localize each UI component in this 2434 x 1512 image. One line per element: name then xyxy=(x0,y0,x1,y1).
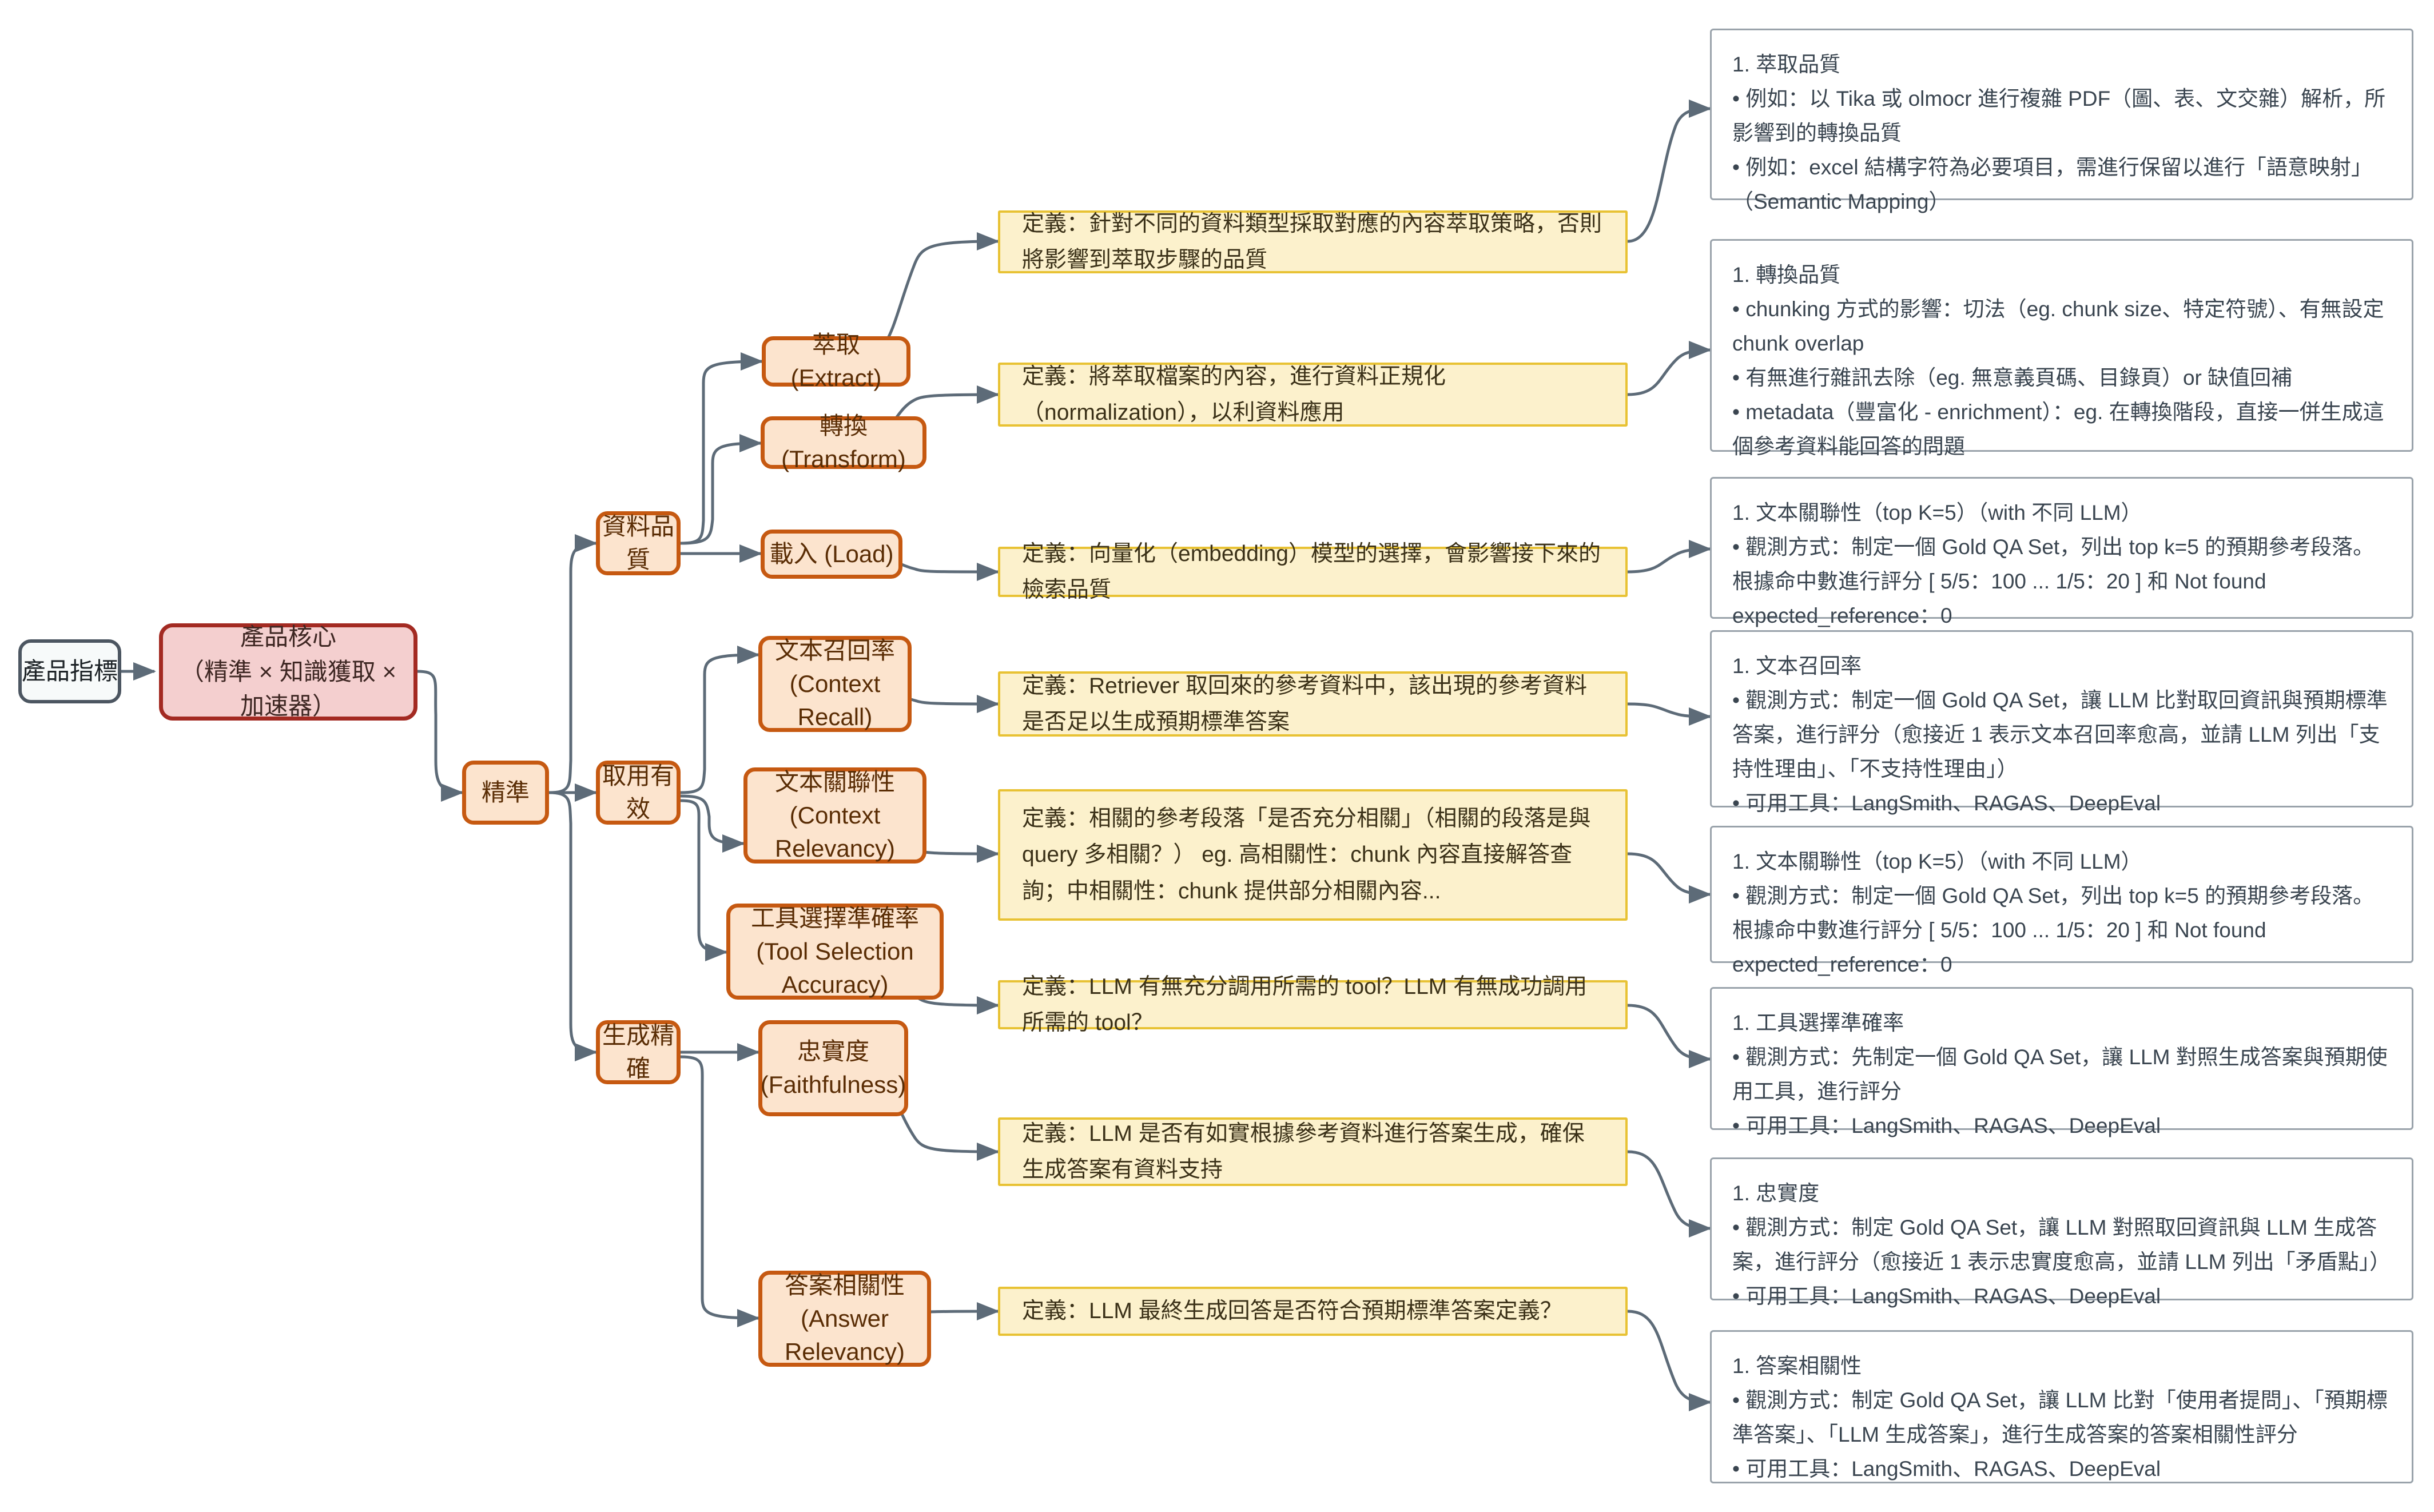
detail-faithfulness-text: 1. 忠實度 • 觀測方式：制定 Gold QA Set，讓 LLM 對照取回資… xyxy=(1732,1181,2391,1308)
node-leaf-load[interactable]: 載入 (Load) xyxy=(761,530,902,579)
node-leaf-transform-label: 轉換 (Transform) xyxy=(781,412,906,472)
definition-extract-text: 定義：針對不同的資料類型採取對應的內容萃取策略，否則將影響到萃取步驟的品質 xyxy=(1022,211,1602,272)
detail-panel-faithfulness[interactable]: 1. 忠實度 • 觀測方式：制定 Gold QA Set，讓 LLM 對照取回資… xyxy=(1710,1157,2413,1308)
definition-load-text: 定義：向量化（embedding）模型的選擇，會影響接下來的檢索品質 xyxy=(1022,541,1601,602)
detail-answer-relevancy-text: 1. 答案相關性 • 觀測方式：制定 Gold QA Set，讓 LLM 比對「… xyxy=(1732,1354,2388,1481)
definition-panel-load[interactable]: 定義：向量化（embedding）模型的選擇，會影響接下來的檢索品質 xyxy=(998,542,1628,602)
definition-panel-tool-selection-accuracy[interactable]: 定義：LLM 有無充分調用所需的 tool？LLM 有無成功調用所需的 tool… xyxy=(998,974,1628,1035)
node-pillar-generation-accurate-label: 生成精確 xyxy=(602,1022,674,1082)
definition-tool-selection-accuracy-text: 定義：LLM 有無充分調用所需的 tool？LLM 有無成功調用所需的 tool… xyxy=(1022,974,1588,1035)
definition-panel-context-recall[interactable]: 定義：Retriever 取回來的參考資料中，該出現的參考資料是否足以生成預期標… xyxy=(998,671,1628,737)
definition-panel-extract[interactable]: 定義：針對不同的資料類型採取對應的內容萃取策略，否則將影響到萃取步驟的品質 xyxy=(998,210,1628,273)
node-product-core-label: 產品核心 （精準 × 知識獲取 × 加速器） xyxy=(180,623,397,720)
node-leaf-context-relevancy-label: 文本關聯性 (Context Relevancy) xyxy=(774,769,896,862)
definition-answer-relevancy-text: 定義：LLM 最終生成回答是否符合預期標準答案定義？ xyxy=(1022,1299,1562,1324)
node-pillar-retrieval-effective[interactable]: 取用有效 xyxy=(596,761,681,825)
detail-panel-tool-selection-accuracy[interactable]: 1. 工具選擇準確率 • 觀測方式：先制定一個 Gold QA Set，讓 LL… xyxy=(1710,987,2413,1137)
definition-context-relevancy-text: 定義：相關的參考段落「是否充分相關」（相關的段落是與 query 多相關？） e… xyxy=(1022,806,1591,904)
node-leaf-context-recall[interactable]: 文本召回率 (Context Recall) xyxy=(758,636,912,732)
node-leaf-load-label: 載入 (Load) xyxy=(769,540,894,568)
node-leaf-extract[interactable]: 萃取 (Extract) xyxy=(762,331,910,391)
definition-faithfulness-text: 定義：LLM 是否有如實根據參考資料進行答案生成，確保生成答案有資料支持 xyxy=(1022,1121,1585,1182)
definition-panel-context-relevancy[interactable]: 定義：相關的參考段落「是否充分相關」（相關的段落是與 query 多相關？） e… xyxy=(998,789,1628,921)
node-leaf-extract-label: 萃取 (Extract) xyxy=(790,331,882,391)
definition-transform-text: 定義：將萃取檔案的內容，進行資料正規化（normalization），以利資料應… xyxy=(1022,364,1446,425)
node-pillar-data-quality-label: 資料品質 xyxy=(602,513,674,573)
node-branch-precision[interactable]: 精準 xyxy=(462,761,549,825)
node-pillar-retrieval-effective-label: 取用有效 xyxy=(602,762,674,822)
detail-panel-extract-quality[interactable]: 1. 萃取品質 • 例如：以 Tika 或 olmocr 進行複雜 PDF（圖、… xyxy=(1710,29,2413,213)
detail-tool-selection-accuracy-text: 1. 工具選擇準確率 • 觀測方式：先制定一個 Gold QA Set，讓 LL… xyxy=(1732,1011,2388,1137)
definition-panel-faithfulness[interactable]: 定義：LLM 是否有如實根據參考資料進行答案生成，確保生成答案有資料支持 xyxy=(998,1117,1628,1186)
node-leaf-answer-relevancy-label: 答案相關性 (Answer Relevancy) xyxy=(784,1272,905,1365)
node-leaf-tool-selection-accuracy[interactable]: 工具選擇準確率 (Tool Selection Accuracy) xyxy=(726,904,944,1000)
node-leaf-faithfulness[interactable]: 忠實度 (Faithfulness) xyxy=(758,1020,908,1116)
node-leaf-context-relevancy[interactable]: 文本關聯性 (Context Relevancy) xyxy=(743,767,926,864)
detail-panel-answer-relevancy[interactable]: 1. 答案相關性 • 觀測方式：制定 Gold QA Set，讓 LLM 比對「… xyxy=(1710,1330,2413,1483)
detail-panel-load-relevancy[interactable]: 1. 文本關聯性（top K=5）（with 不同 LLM） • 觀測方式：制定… xyxy=(1710,477,2413,627)
detail-load-relevancy-text: 1. 文本關聯性（top K=5）（with 不同 LLM） • 觀測方式：制定… xyxy=(1732,501,2375,627)
node-pillar-generation-accurate[interactable]: 生成精確 xyxy=(596,1020,681,1084)
detail-panel-transform-quality[interactable]: 1. 轉換品質 • chunking 方式的影響：切法（eg. chunk si… xyxy=(1710,239,2413,458)
detail-panel-context-relevancy[interactable]: 1. 文本關聯性（top K=5）（with 不同 LLM） • 觀測方式：制定… xyxy=(1710,826,2413,976)
node-start-product-metric[interactable]: 產品指標 xyxy=(18,639,121,703)
detail-context-recall-text: 1. 文本召回率 • 觀測方式：制定一個 Gold QA Set，讓 LLM 比… xyxy=(1732,654,2388,815)
node-leaf-transform[interactable]: 轉換 (Transform) xyxy=(761,412,926,472)
node-start-label: 產品指標 xyxy=(22,657,118,685)
node-leaf-tool-selection-accuracy-label: 工具選擇準確率 (Tool Selection Accuracy) xyxy=(750,905,919,998)
node-leaf-context-recall-label: 文本召回率 (Context Recall) xyxy=(774,637,895,730)
detail-context-relevancy-text: 1. 文本關聯性（top K=5）（with 不同 LLM） • 觀測方式：制定… xyxy=(1732,850,2375,976)
node-leaf-answer-relevancy[interactable]: 答案相關性 (Answer Relevancy) xyxy=(758,1271,931,1367)
node-leaf-faithfulness-label: 忠實度 (Faithfulness) xyxy=(760,1038,906,1098)
detail-extract-quality-text: 1. 萃取品質 • 例如：以 Tika 或 olmocr 進行複雜 PDF（圖、… xyxy=(1732,53,2386,213)
definition-context-recall-text: 定義：Retriever 取回來的參考資料中，該出現的參考資料是否足以生成預期標… xyxy=(1022,673,1588,734)
definition-panel-answer-relevancy[interactable]: 定義：LLM 最終生成回答是否符合預期標準答案定義？ xyxy=(998,1287,1628,1336)
node-pillar-data-quality[interactable]: 資料品質 xyxy=(596,511,681,575)
detail-panel-context-recall[interactable]: 1. 文本召回率 • 觀測方式：制定一個 Gold QA Set，讓 LLM 比… xyxy=(1710,630,2413,815)
node-product-core[interactable]: 產品核心 （精準 × 知識獲取 × 加速器） xyxy=(159,623,417,721)
definition-panel-transform[interactable]: 定義：將萃取檔案的內容，進行資料正規化（normalization），以利資料應… xyxy=(998,363,1628,427)
node-branch-precision-label: 精準 xyxy=(481,779,530,806)
detail-transform-quality-text: 1. 轉換品質 • chunking 方式的影響：切法（eg. chunk si… xyxy=(1732,263,2384,458)
